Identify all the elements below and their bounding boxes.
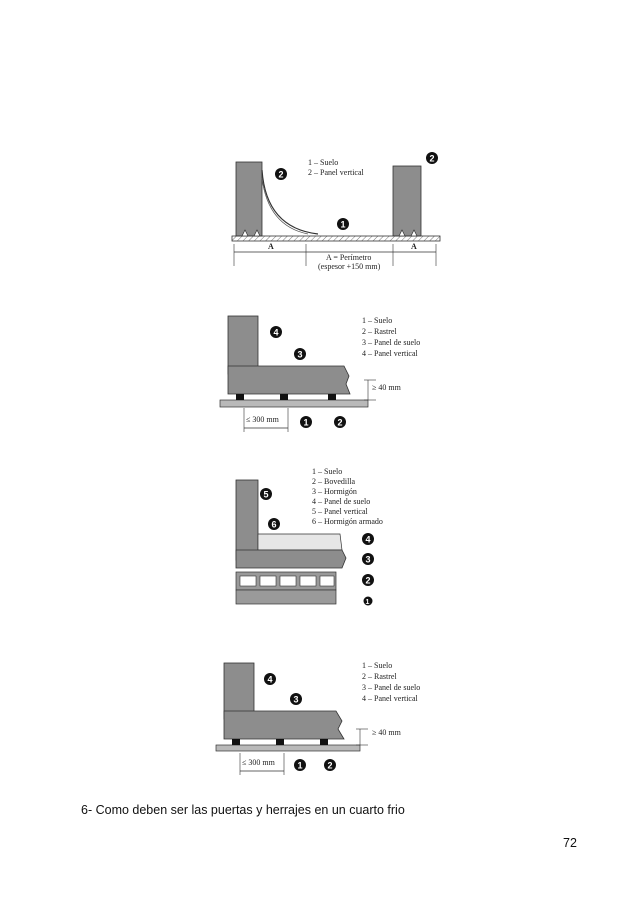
marker-1: 1	[366, 599, 370, 606]
marker-2: 2	[279, 170, 284, 180]
left-vertical-panel	[235, 161, 263, 237]
legend-line: 3 – Panel de suelo	[362, 338, 420, 347]
marker-5: 5	[264, 490, 269, 500]
legend-line: 1 – Suelo	[362, 661, 392, 670]
reinforced-concrete	[257, 533, 343, 551]
legend-line: 2 – Bovedilla	[312, 477, 356, 486]
gap-label: ≥ 40 mm	[372, 383, 402, 392]
vertical-panel	[227, 315, 259, 375]
legend-line: 2 – Rastrel	[362, 327, 397, 336]
figure-floor-with-concrete: 1 – Suelo 2 – Bovedilla 3 – Hormigón 4 –…	[228, 464, 388, 606]
legend-line: 5 – Panel vertical	[312, 507, 369, 516]
legend-line: 3 – Panel de suelo	[362, 683, 420, 692]
page-number: 72	[563, 836, 577, 850]
dim-a-right: A	[411, 242, 417, 251]
marker-3: 3	[366, 555, 371, 565]
marker-1: 1	[304, 418, 309, 428]
floor-slab	[215, 744, 361, 752]
legend-line: 1 – Suelo	[312, 467, 342, 476]
marker-1: 1	[298, 761, 303, 771]
legend-line: 2 – Panel vertical	[308, 168, 365, 177]
floor-slab	[235, 589, 337, 605]
floor-panel	[235, 549, 347, 569]
figure-floor-with-battens: ≤ 300 mm ≥ 40 mm 1 – Suelo 2 – Rastrel 3…	[216, 310, 456, 435]
legend-line: 6 – Hormigón armado	[312, 517, 383, 526]
marker-6: 6	[272, 520, 277, 530]
legend-line: 1 – Suelo	[362, 316, 392, 325]
legend-line: 3 – Hormigón	[312, 487, 357, 496]
floor-slab	[231, 235, 441, 242]
spacing-label: ≤ 300 mm	[246, 415, 280, 424]
figure-floor-with-battens-variant: ≤ 300 mm ≥ 40 mm 1 – Suelo 2 – Rastrel 3…	[212, 657, 452, 779]
marker-3: 3	[298, 350, 303, 360]
vertical-panel	[223, 662, 255, 720]
gap-label: ≥ 40 mm	[372, 728, 402, 737]
marker-4: 4	[366, 535, 371, 545]
dim-a-left: A	[268, 242, 274, 251]
legend-line: 1 – Suelo	[308, 158, 338, 167]
spacing-label: ≤ 300 mm	[242, 758, 276, 767]
legend-line: 2 – Rastrel	[362, 672, 397, 681]
perimeter-label: A = Perímetro	[326, 253, 371, 262]
floor-slab	[219, 399, 369, 408]
figure-cold-room-perimeter: A A A = Perímetro (espesor +150 mm) 1 – …	[228, 148, 443, 273]
marker-2: 2	[328, 761, 333, 771]
legend-line: 4 – Panel vertical	[362, 349, 419, 358]
marker-2: 2	[430, 154, 435, 164]
floor-panel	[223, 710, 345, 740]
perimeter-sub-label: (espesor +150 mm)	[318, 262, 381, 271]
floor-panel	[227, 365, 351, 395]
vertical-panel	[235, 479, 259, 561]
marker-4: 4	[274, 328, 279, 338]
marker-4: 4	[268, 675, 273, 685]
marker-1: 1	[341, 220, 346, 230]
marker-3: 3	[294, 695, 299, 705]
door-sweep-curve	[261, 169, 319, 235]
marker-2: 2	[338, 418, 343, 428]
section-caption: 6- Como deben ser las puertas y herrajes…	[81, 803, 405, 817]
marker-2: 2	[366, 576, 371, 586]
right-vertical-panel	[392, 165, 422, 237]
legend-line: 4 – Panel de suelo	[312, 497, 370, 506]
legend-line: 4 – Panel vertical	[362, 694, 419, 703]
